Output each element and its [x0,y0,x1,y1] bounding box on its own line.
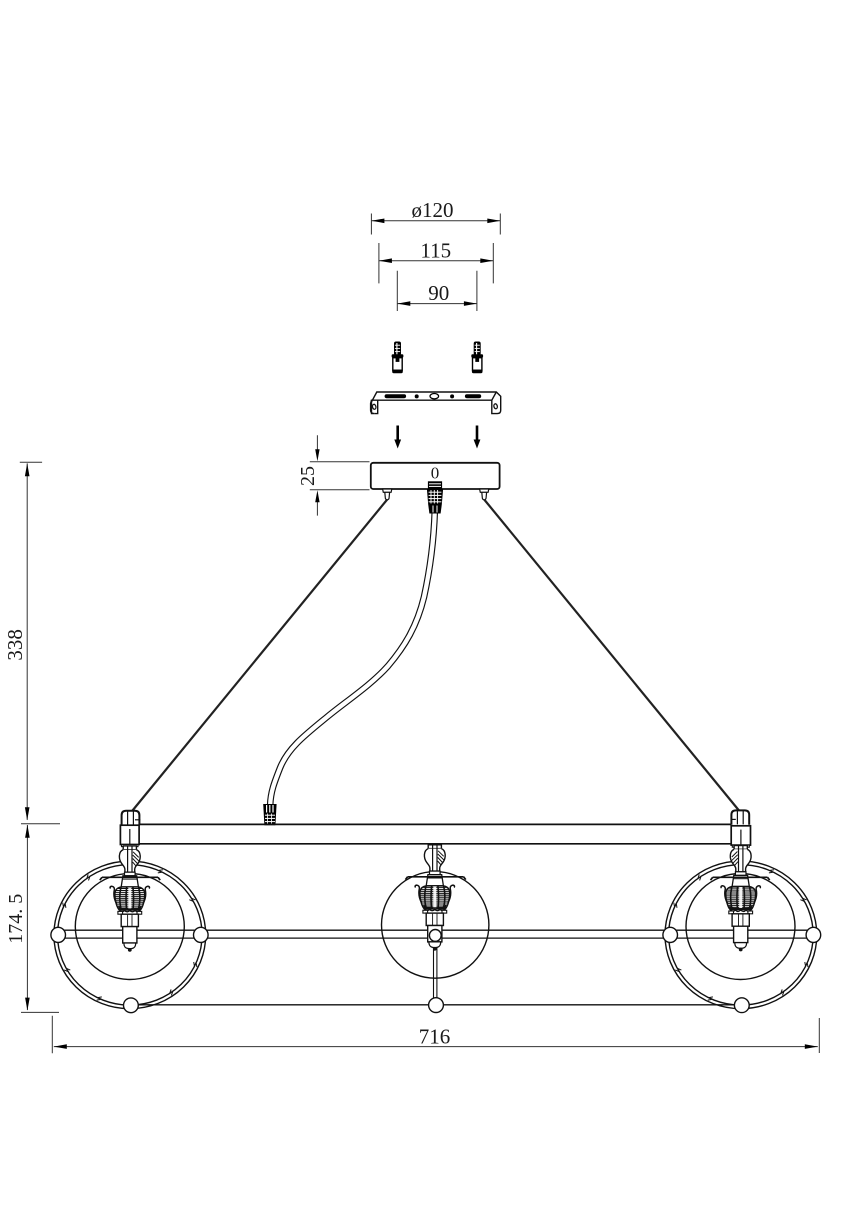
svg-text:0: 0 [431,464,440,483]
svg-text:174. 5: 174. 5 [5,894,27,944]
svg-text:338: 338 [3,629,27,661]
svg-text:25: 25 [297,466,319,486]
svg-text:115: 115 [420,239,451,263]
svg-text:ø120: ø120 [412,198,454,222]
svg-text:90: 90 [428,281,449,305]
svg-text:716: 716 [419,1025,451,1049]
